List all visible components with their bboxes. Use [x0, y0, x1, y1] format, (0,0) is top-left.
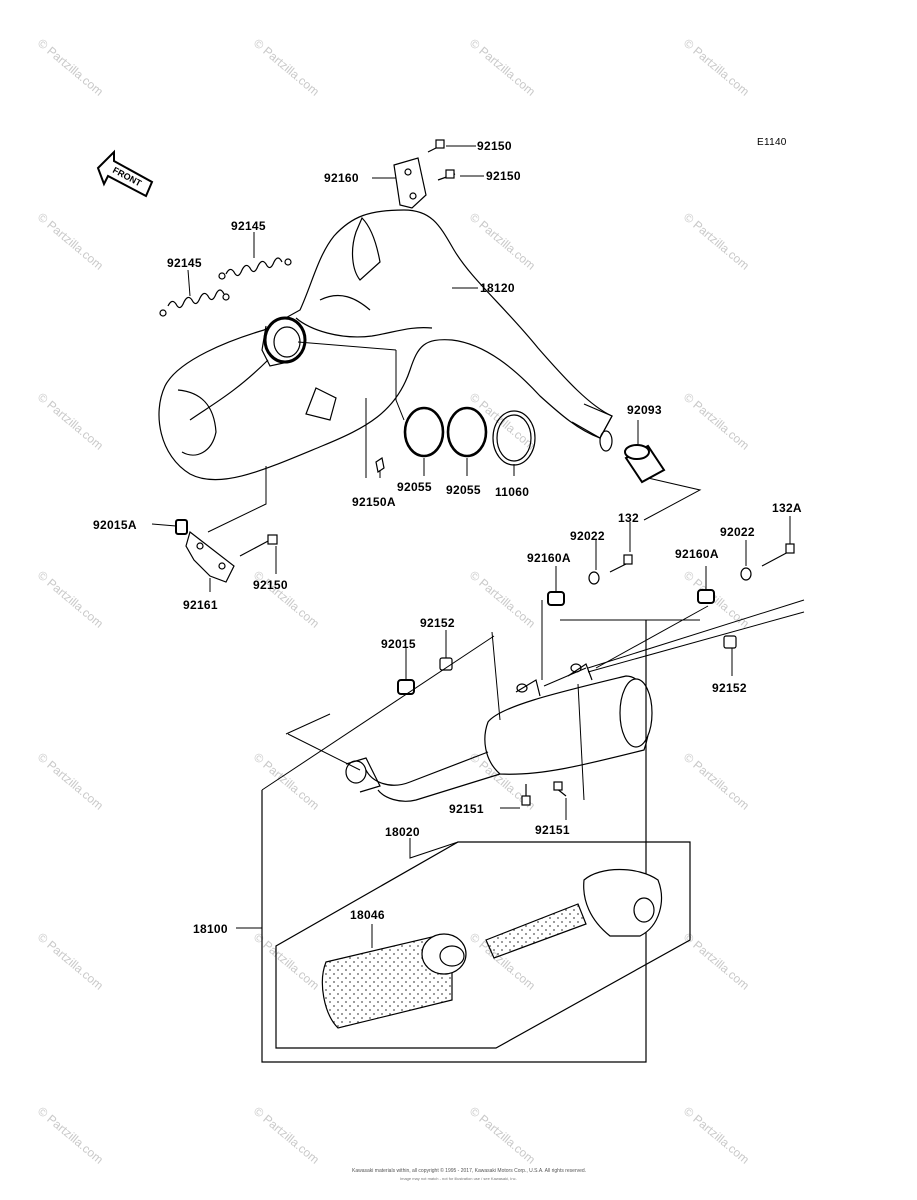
bracket-92160 [393, 157, 427, 209]
grommet-92015A [175, 519, 188, 535]
pipe-outlet [571, 403, 613, 452]
pipe-inlet-flange [261, 316, 307, 367]
part-label-92151[interactable]: 92151 [535, 823, 570, 837]
bolt-92150-mid [437, 169, 456, 181]
o-ring-92055-b [446, 406, 488, 458]
bolt-132 [609, 554, 633, 573]
part-label-18020[interactable]: 18020 [385, 825, 420, 839]
part-label-18100[interactable]: 18100 [193, 922, 228, 936]
diagram-id: E1140 [757, 137, 787, 148]
bolt-92150-top [427, 139, 445, 153]
part-label-132A[interactable]: 132A [772, 501, 802, 515]
bolt-92151-a [521, 784, 531, 806]
bolt-132A [761, 543, 795, 567]
part-label-92150[interactable]: 92150 [253, 578, 288, 592]
part-label-132[interactable]: 132 [618, 511, 639, 525]
part-label-92150A[interactable]: 92150A [352, 495, 396, 509]
part-label-92015A[interactable]: 92015A [93, 518, 137, 532]
bolt-92151-b [553, 781, 567, 797]
washer-92022-a [588, 571, 600, 585]
spring-upper [218, 257, 292, 280]
part-label-92150[interactable]: 92150 [486, 169, 521, 183]
collar-92152-b [723, 635, 737, 649]
part-label-92055[interactable]: 92055 [446, 483, 481, 497]
part-label-18120[interactable]: 18120 [480, 281, 515, 295]
part-label-92093[interactable]: 92093 [627, 403, 662, 417]
packing-18046 [321, 933, 467, 1029]
leader-lines [151, 145, 805, 948]
expansion-chamber [158, 209, 613, 481]
inner-pipe-18020 [485, 868, 662, 959]
part-label-92145[interactable]: 92145 [231, 219, 266, 233]
part-label-92152[interactable]: 92152 [420, 616, 455, 630]
grommet-92160A-a [547, 591, 565, 606]
copyright-footer: Kawasaki materials within, all copyright… [352, 1168, 587, 1174]
part-label-92160[interactable]: 92160 [324, 171, 359, 185]
copyright-footer-note: Image may not match - not for illustrati… [400, 1176, 517, 1181]
o-ring-92055-a [403, 406, 445, 458]
bolt-92150A [375, 457, 385, 473]
part-label-92145[interactable]: 92145 [167, 256, 202, 270]
part-label-92022[interactable]: 92022 [720, 525, 755, 539]
part-label-92152[interactable]: 92152 [712, 681, 747, 695]
bracket-92161 [185, 530, 235, 583]
part-label-92161[interactable]: 92161 [183, 598, 218, 612]
spring-lower [159, 289, 230, 317]
bolt-92150-low [239, 534, 278, 557]
washer-92022-b [740, 567, 752, 581]
part-label-92151[interactable]: 92151 [449, 802, 484, 816]
grommet-92015 [397, 679, 415, 695]
part-label-92022[interactable]: 92022 [570, 529, 605, 543]
part-label-92150[interactable]: 92150 [477, 139, 512, 153]
silencer [345, 663, 653, 802]
gasket-11060 [492, 410, 536, 466]
part-label-11060[interactable]: 11060 [495, 485, 530, 499]
part-label-92015[interactable]: 92015 [381, 637, 416, 651]
part-label-92055[interactable]: 92055 [397, 480, 432, 494]
part-label-92160A[interactable]: 92160A [675, 547, 719, 561]
part-label-92160A[interactable]: 92160A [527, 551, 571, 565]
coupler-92093 [624, 444, 666, 484]
part-label-18046[interactable]: 18046 [350, 908, 385, 922]
front-arrow-icon: FRONT [96, 149, 154, 198]
grommet-92160A-b [697, 589, 715, 604]
